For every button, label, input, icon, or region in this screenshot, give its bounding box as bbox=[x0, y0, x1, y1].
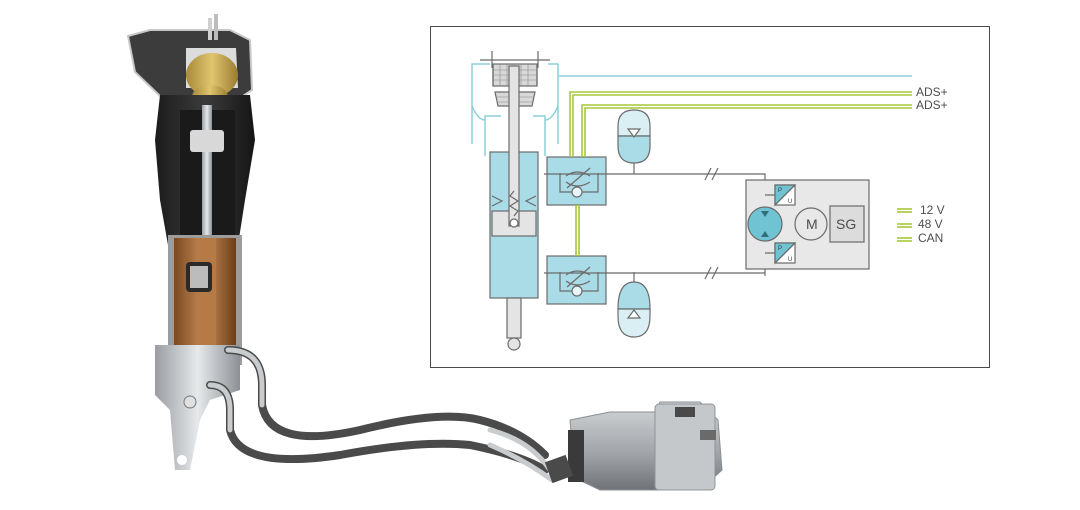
sensor-p-label: P bbox=[778, 246, 782, 252]
sensor-u-label: U bbox=[788, 257, 792, 263]
hydraulic-hoses bbox=[206, 346, 555, 483]
supply-label-12v: 12 V bbox=[920, 203, 945, 217]
air-spring-symbol bbox=[471, 63, 912, 156]
supply-label-can: CAN bbox=[918, 231, 943, 245]
controller-label: SG bbox=[836, 216, 856, 232]
controller-symbol bbox=[829, 205, 865, 243]
sensor-u-label: U bbox=[788, 199, 792, 205]
damper-tube bbox=[168, 235, 242, 365]
pump-housing bbox=[745, 179, 870, 270]
accumulator-lower bbox=[617, 272, 651, 338]
accumulator-upper bbox=[617, 109, 651, 174]
electric-pump-unit bbox=[544, 401, 723, 491]
hydraulic-schematic: P U P U M SG ADS+ ADS+ 12 V 48 V CAN bbox=[471, 51, 948, 351]
sensor-p-label: P bbox=[778, 188, 782, 194]
motor-label: M bbox=[806, 216, 818, 232]
lower-mount bbox=[155, 345, 240, 470]
valve-block-lower bbox=[546, 255, 607, 305]
piston-rod bbox=[202, 105, 212, 265]
supply-label-48v: 48 V bbox=[918, 217, 943, 231]
motor-symbol bbox=[794, 207, 828, 241]
signal-label-2: ADS+ bbox=[916, 98, 948, 112]
pump-symbol bbox=[747, 206, 783, 242]
valve-block-upper bbox=[546, 156, 607, 206]
damper-symbol bbox=[489, 65, 539, 351]
signal-label-1: ADS+ bbox=[916, 85, 948, 99]
bump-stop bbox=[186, 53, 238, 97]
